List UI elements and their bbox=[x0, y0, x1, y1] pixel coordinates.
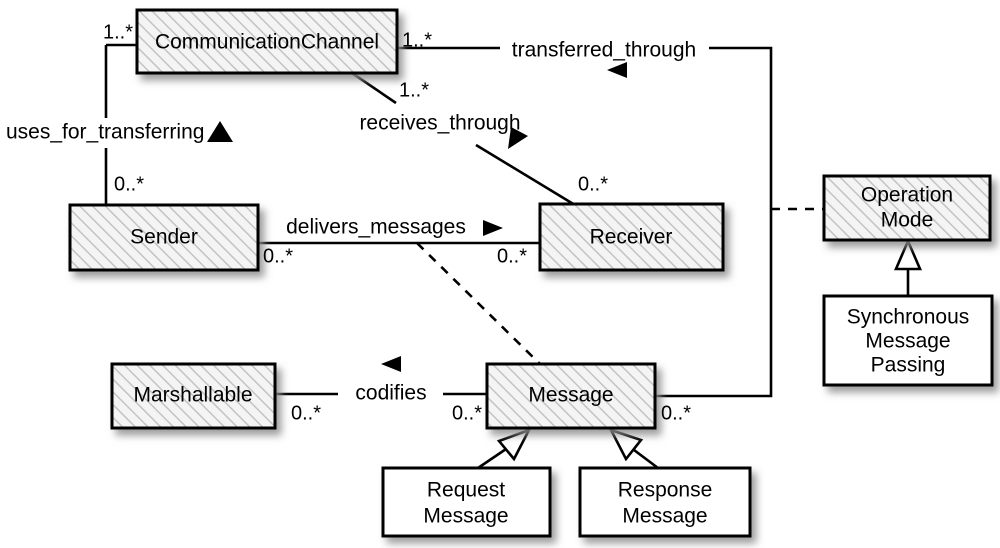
multiplicity-receiver-left: 0..* bbox=[497, 245, 527, 267]
multiplicity-receiver-top: 0..* bbox=[578, 173, 608, 195]
class-name-response-line1: Response bbox=[618, 479, 713, 502]
class-box-message[interactable]: Message bbox=[485, 362, 657, 430]
association-label-transferred-through: transferred_through bbox=[512, 39, 696, 62]
class-name-operation-mode-line2: Mode bbox=[881, 209, 934, 232]
class-name-receiver: Receiver bbox=[590, 226, 673, 249]
multiplicity-marshallable: 0..* bbox=[291, 402, 321, 424]
classes-layer: CommunicationChannel Sender Receiver Ope… bbox=[68, 8, 994, 538]
multiplicity-sender-top: 0..* bbox=[114, 173, 144, 195]
multiplicity-labels-layer: 1..* 1..* 1..* 0..* 0..* 0..* 0..* 0..* … bbox=[103, 21, 691, 424]
triangle-left-icon-transferred bbox=[607, 62, 627, 78]
association-label-receives-through: receives_through bbox=[359, 112, 520, 135]
multiplicity-cc-right: 1..* bbox=[402, 29, 432, 51]
association-label-delivers-messages: delivers_messages bbox=[286, 216, 466, 239]
edge-sync-to-operation-mode bbox=[894, 237, 922, 296]
class-name-sync-line2: Message bbox=[865, 330, 950, 353]
class-box-synchronous-message-passing[interactable]: Synchronous Message Passing bbox=[822, 294, 994, 387]
triangle-right-icon-delivers bbox=[483, 220, 503, 236]
class-box-marshallable[interactable]: Marshallable bbox=[110, 362, 277, 430]
class-box-request-message[interactable]: Request Message bbox=[381, 466, 552, 538]
association-label-uses-for-transferring: uses_for_transferring bbox=[6, 121, 204, 144]
class-box-response-message[interactable]: Response Message bbox=[578, 466, 752, 538]
triangle-left-icon-codifies bbox=[381, 356, 401, 372]
edge-request-to-message bbox=[477, 427, 532, 470]
class-name-response-line2: Message bbox=[622, 505, 707, 528]
edge-receives-through bbox=[351, 71, 576, 207]
class-name-sender: Sender bbox=[130, 226, 198, 249]
class-name-communication-channel: CommunicationChannel bbox=[155, 31, 379, 54]
class-box-operation-mode[interactable]: Operation Mode bbox=[822, 174, 992, 242]
multiplicity-cc-bottom: 1..* bbox=[399, 79, 429, 101]
edge-uses-for-transferring bbox=[104, 43, 137, 206]
edges-layer bbox=[104, 43, 922, 470]
class-name-request-line2: Message bbox=[423, 505, 508, 528]
association-labels-layer: uses_for_transferring receives_through t… bbox=[6, 39, 696, 405]
triangle-right-icon-receives bbox=[508, 127, 528, 149]
direction-markers-layer bbox=[207, 62, 627, 372]
class-name-operation-mode-line1: Operation bbox=[861, 184, 953, 207]
class-name-sync-line1: Synchronous bbox=[847, 306, 970, 329]
class-box-communication-channel[interactable]: CommunicationChannel bbox=[135, 8, 399, 75]
multiplicity-sender-right: 0..* bbox=[263, 245, 293, 267]
multiplicity-message-left: 0..* bbox=[452, 402, 482, 424]
triangle-up-icon bbox=[207, 121, 233, 142]
class-name-sync-line3: Passing bbox=[871, 354, 946, 377]
class-name-marshallable: Marshallable bbox=[133, 384, 252, 407]
edge-transferred-through bbox=[397, 46, 773, 398]
multiplicity-message-right: 0..* bbox=[661, 402, 691, 424]
class-name-request-line1: Request bbox=[427, 479, 505, 502]
class-box-receiver[interactable]: Receiver bbox=[538, 202, 725, 272]
edge-response-to-message bbox=[608, 427, 659, 470]
multiplicity-cc-left: 1..* bbox=[103, 21, 133, 43]
edge-delivers-messages-dependency bbox=[416, 242, 543, 367]
class-name-message: Message bbox=[528, 384, 613, 407]
association-label-codifies: codifies bbox=[355, 382, 426, 405]
class-box-sender[interactable]: Sender bbox=[68, 203, 260, 272]
